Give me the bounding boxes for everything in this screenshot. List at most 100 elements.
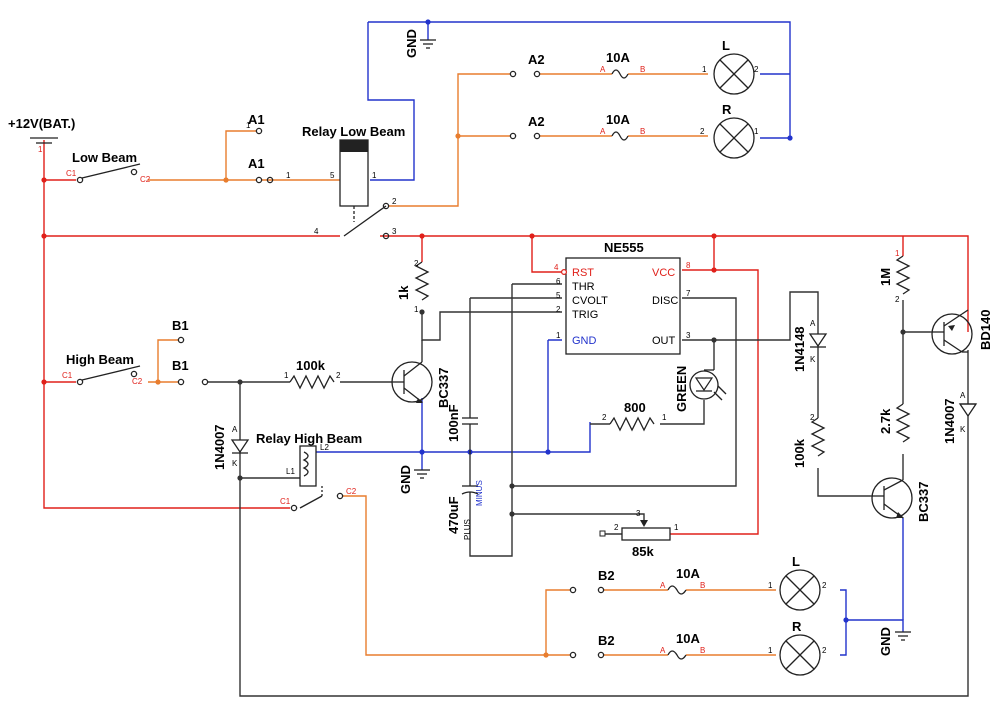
diode-left-k: K (232, 459, 238, 468)
connector-b2: B2 B2 (569, 568, 615, 659)
ne555-vcc: VCC (652, 267, 675, 279)
diode-right-a: A (960, 391, 966, 400)
relay-high-c2: C2 (346, 487, 357, 496)
resistor-800: 800 2 1 (602, 400, 667, 432)
wire-b2-branch (545, 589, 570, 655)
wire-collector-thr (421, 311, 562, 341)
ne555-pin-6: 6 (556, 277, 561, 286)
resistor-1m: 1M 1 2 (878, 249, 911, 304)
relay-low-label: Relay Low Beam (302, 124, 405, 139)
b1-label-top: B1 (172, 318, 189, 333)
battery-pin-1: 1 (38, 145, 43, 154)
relay-low-beam: Relay Low Beam 5 1 2 3 4 (302, 124, 405, 240)
wire-battery-relay-hb (43, 382, 290, 509)
resistor-1m-label: 1M (878, 268, 893, 286)
lamp-top-r-pin-2: 2 (700, 127, 705, 136)
bc337-right-label: BC337 (916, 482, 931, 522)
fuse-bottom-l-a: A (660, 581, 666, 590)
lamp-bottom-r-label: R (792, 619, 802, 634)
fuse-top-l: 10A A B (600, 50, 645, 79)
resistor-100kv-pin-2: 2 (810, 413, 815, 422)
ne555-pin-5: 5 (556, 291, 561, 300)
wire-cvolt (469, 297, 562, 418)
pot-pin-1: 1 (674, 523, 679, 532)
lamp-bottom-l-pin-1: 1 (768, 581, 773, 590)
battery-label: +12V(BAT.) (8, 116, 75, 131)
ne555-rst: RST (572, 267, 594, 279)
resistor-1k: 1k 2 1 (396, 259, 430, 314)
fuse-top-r-a: A (600, 127, 606, 136)
ground-bottom: GND (878, 627, 911, 656)
diode-1n4007-right-label: 1N4007 (942, 398, 957, 444)
resistor-100k-vertical: 100k 2 (792, 413, 826, 468)
wire-vcc-pot (670, 269, 759, 535)
battery-terminal: +12V(BAT.) 1 (8, 116, 75, 154)
junctions (41, 19, 906, 658)
fuse-top-l-label: 10A (606, 50, 630, 65)
capacitor-plus: PLUS (463, 519, 472, 540)
low-beam-label: Low Beam (72, 150, 137, 165)
fuse-bottom-l-b: B (700, 581, 705, 590)
a1-label-bottom: A1 (248, 156, 265, 171)
diode-1n4148: 1N4148 A K (792, 319, 828, 372)
relay-low-pin-2: 2 (392, 197, 397, 206)
gnd-bottom-label: GND (878, 627, 893, 656)
a1-pin-top: 1 (246, 121, 251, 130)
diode-1n4007-right: 1N4007 A K (942, 391, 978, 444)
a2-label-top: A2 (528, 52, 545, 67)
ne555-ic: NE555 RST THR CVOLT TRIG GND VCC DISC OU… (554, 240, 691, 355)
capacitor-minus: MINUS (475, 480, 484, 506)
fuse-bottom-r-a: A (660, 646, 666, 655)
resistor-1m-pin-2: 2 (895, 295, 900, 304)
wire-disc (512, 297, 737, 487)
diode-left-a: A (232, 425, 238, 434)
resistor-100k-pin-2: 2 (336, 371, 341, 380)
bc337-left-label: BC337 (436, 368, 451, 408)
low-beam-switch: Low Beam C1 C2 (66, 150, 151, 184)
transistor-bd140: BD140 (930, 309, 993, 355)
ne555-trig: TRIG (572, 309, 598, 321)
diode-1n4148-k: K (810, 355, 816, 364)
capacitor-100nf: 100nF (446, 404, 478, 452)
ne555-pin-8: 8 (686, 261, 691, 270)
bd140-label: BD140 (978, 310, 993, 350)
lamp-bottom-l-label: L (792, 554, 800, 569)
lamp-top-l: L 1 2 (702, 38, 759, 95)
wires (43, 21, 969, 697)
relay-high-label: Relay High Beam (256, 431, 362, 446)
low-beam-c2: C2 (140, 175, 151, 184)
potentiometer-85k: 85k 3 2 1 (599, 509, 679, 559)
wire-1n4148-100k (817, 358, 870, 497)
pot-pin-2: 2 (614, 523, 619, 532)
resistor-100k-pin-1: 1 (284, 371, 289, 380)
capacitor-100nf-label: 100nF (446, 404, 461, 442)
connector-a1: A1 A1 1 1 (246, 112, 291, 184)
wire-b1-branch (157, 339, 178, 382)
wire-ground-555 (547, 339, 562, 452)
ne555-pin-7: 7 (686, 289, 691, 298)
wire-ground-lamps-b (840, 589, 904, 656)
diode-right-k: K (960, 425, 966, 434)
resistor-100k-label: 100k (296, 358, 326, 373)
high-beam-label: High Beam (66, 352, 134, 367)
lamp-top-r-pin-1: 1 (754, 127, 759, 136)
relay-high-l2: L2 (320, 443, 329, 452)
fuse-top-l-a: A (600, 65, 606, 74)
ne555-label: NE555 (604, 240, 644, 255)
high-beam-c1: C1 (62, 371, 73, 380)
lamp-bottom-l-pin-2: 2 (822, 581, 827, 590)
resistor-800-label: 800 (624, 400, 646, 415)
resistor-1k-pin-1: 1 (414, 305, 419, 314)
relay-high-beam: Relay High Beam L2 L1 C1 C2 (256, 431, 362, 512)
fuse-top-r: 10A A B (600, 112, 645, 141)
b1-label-bottom: B1 (172, 358, 189, 373)
lamp-bottom-r-pin-1: 1 (768, 646, 773, 655)
wire-relay-no-a2 (388, 73, 510, 207)
fuse-bottom-l-label: 10A (676, 566, 700, 581)
relay-low-pin-4: 4 (314, 227, 319, 236)
wire-ground-loop (367, 21, 791, 181)
wire-a1-branch (225, 130, 256, 180)
low-beam-c1: C1 (66, 169, 77, 178)
a2-label-bottom: A2 (528, 114, 545, 129)
